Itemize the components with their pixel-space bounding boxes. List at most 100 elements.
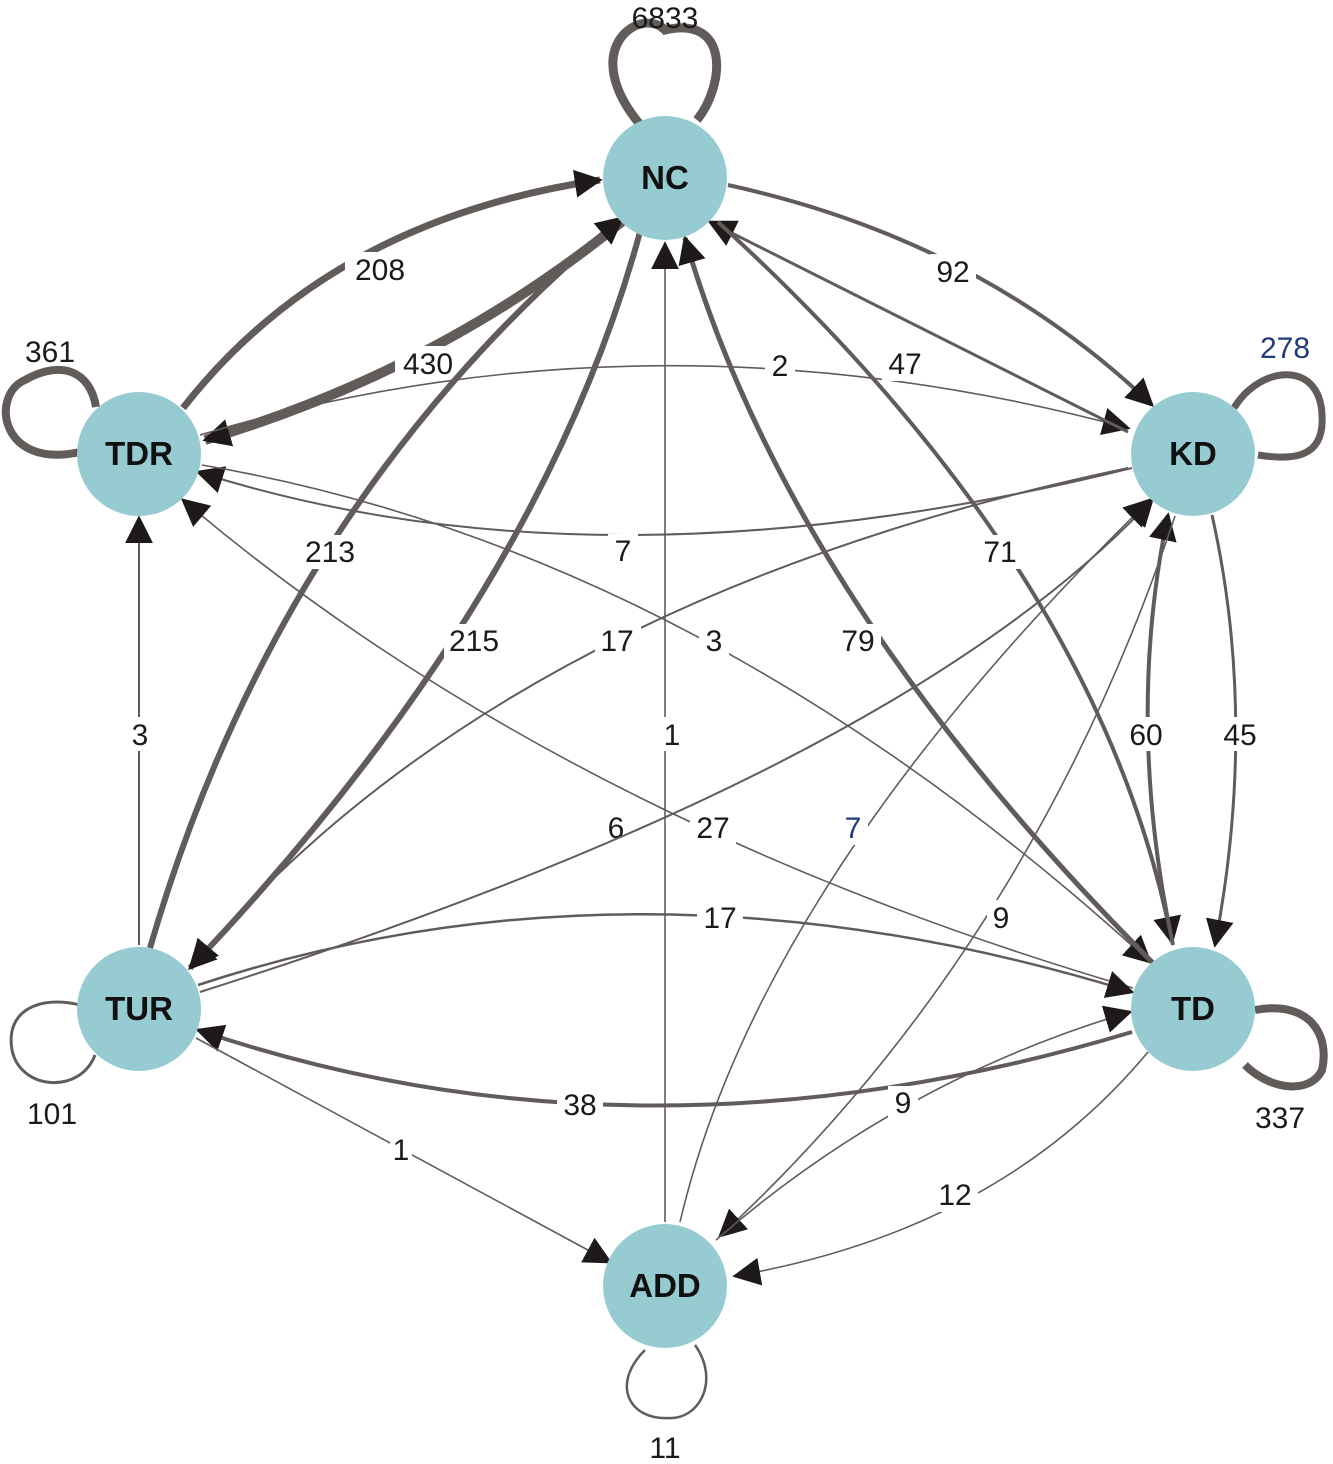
edge-add-kd: 7: [679, 498, 1153, 1223]
edge-nc-tur: 215: [187, 231, 643, 971]
edge-path: [608, 18, 722, 131]
edge-td-add: 12: [732, 1051, 1149, 1286]
node-add: ADD: [603, 1224, 727, 1348]
node-tdr: TDR: [77, 392, 201, 516]
edge-label: 1: [664, 719, 681, 752]
node-label: TDR: [105, 435, 173, 472]
edge-label: 47: [888, 348, 921, 381]
edge-td-td: 337: [1242, 1004, 1328, 1135]
edge-td-tdr: 6: [180, 498, 1134, 989]
edge-tur-add: 1: [195, 1037, 613, 1264]
edge-td-nc: 79: [678, 235, 1157, 967]
edge-label: 3: [706, 625, 723, 658]
edge-label: 361: [25, 336, 75, 369]
node-label: KD: [1169, 435, 1217, 472]
node-label: TUR: [105, 990, 173, 1027]
node-td: TD: [1131, 947, 1255, 1071]
edge-tur-kd: 27: [199, 497, 1154, 993]
edge-kd-td: 45: [1205, 514, 1263, 948]
edge-add-td: 9: [715, 1005, 1133, 1241]
edge-kd-tur: 17: [190, 467, 1129, 969]
edge-path: [715, 1005, 1133, 1241]
edge-label: 337: [1255, 1102, 1305, 1135]
edge-label: 27: [696, 812, 729, 845]
node-circle: [603, 116, 727, 240]
edge-label: 430: [403, 348, 453, 381]
edge-label: 215: [449, 625, 499, 658]
edge-label: 213: [305, 536, 355, 569]
edge-label: 17: [600, 625, 633, 658]
edge-label: 2: [772, 350, 789, 383]
edge-label: 12: [938, 1179, 971, 1212]
edge-path: [147, 215, 625, 949]
node-circle: [77, 947, 201, 1071]
edge-label: 11: [649, 1432, 680, 1464]
edge-label: 45: [1223, 719, 1256, 752]
edge-label: 60: [1129, 719, 1162, 752]
edge-tdr-td: 3: [201, 464, 1153, 964]
edge-path: [707, 220, 1129, 434]
edge-label: 9: [993, 902, 1010, 935]
edge-tur-tur: 101: [9, 1000, 97, 1131]
edge-tur-nc: 213: [147, 215, 625, 949]
node-kd: KD: [1131, 392, 1255, 516]
edge-label: 278: [1260, 332, 1310, 365]
edge-path: [717, 515, 1176, 1238]
edge-path: [199, 364, 1131, 436]
edge-label: 7: [845, 812, 862, 845]
edge-nc-tdr: 430: [202, 216, 628, 447]
edge-path: [1231, 371, 1326, 461]
node-label: ADD: [629, 1267, 701, 1304]
edge-td-kd: 60: [1123, 512, 1177, 946]
edge-path: [716, 220, 1181, 945]
edge-label: 9: [895, 1087, 912, 1120]
node-circle: [1131, 392, 1255, 516]
edge-label: 17: [703, 902, 736, 935]
edge-path: [732, 1051, 1149, 1286]
edge-kd-nc: 47: [707, 220, 1129, 434]
edge-path: [199, 497, 1154, 993]
edge-tur-td: 17: [197, 900, 1135, 998]
edge-label: 101: [27, 1098, 77, 1131]
edge-label: 6833: [632, 2, 699, 35]
edge-path: [1242, 1004, 1328, 1091]
edge-path: [190, 467, 1129, 969]
edge-path: [202, 216, 628, 447]
edge-td-tur: 38: [195, 1024, 1133, 1122]
node-circle: [603, 1224, 727, 1348]
edge-add-nc: 1: [651, 241, 681, 1222]
node-nc: NC: [603, 116, 727, 240]
edge-label: 38: [563, 1089, 596, 1122]
edge-tur-tdr: 3: [125, 515, 155, 945]
edge-path: [679, 498, 1153, 1223]
edge-label: 1: [393, 1134, 410, 1167]
edge-label: 208: [355, 254, 405, 287]
edge-path: [201, 464, 1153, 964]
edge-path: [197, 913, 1135, 998]
node-circle: [1131, 947, 1255, 1071]
node-label: NC: [641, 159, 689, 196]
edge-kd-tdr: 7: [195, 466, 1133, 568]
edge-add-add: 11: [625, 1344, 708, 1464]
edge-nc-td: 71: [716, 220, 1181, 945]
edge-kd-kd: 278: [1231, 332, 1326, 461]
edge-path: [625, 1344, 708, 1420]
edge-path: [195, 1024, 1133, 1108]
edge-path: [180, 498, 1134, 989]
edge-tdr-nc: 208: [180, 169, 603, 411]
edge-path: [187, 231, 643, 971]
node-label: TD: [1171, 990, 1215, 1027]
nodes: NC TDR KD TUR TD ADD: [77, 116, 1255, 1348]
edge-path: [9, 1000, 97, 1084]
edge-path: [1, 365, 100, 459]
edge-nc-nc: 6833: [608, 2, 722, 131]
edge-label: 79: [841, 625, 874, 658]
edge-label: 3: [132, 719, 149, 752]
edge-tdr-tdr: 361: [1, 336, 100, 459]
edge-label: 92: [936, 256, 969, 289]
edge-nc-kd: 92: [727, 183, 1155, 407]
edge-tdr-kd: 2: [199, 348, 1131, 436]
edge-label: 71: [983, 536, 1016, 569]
